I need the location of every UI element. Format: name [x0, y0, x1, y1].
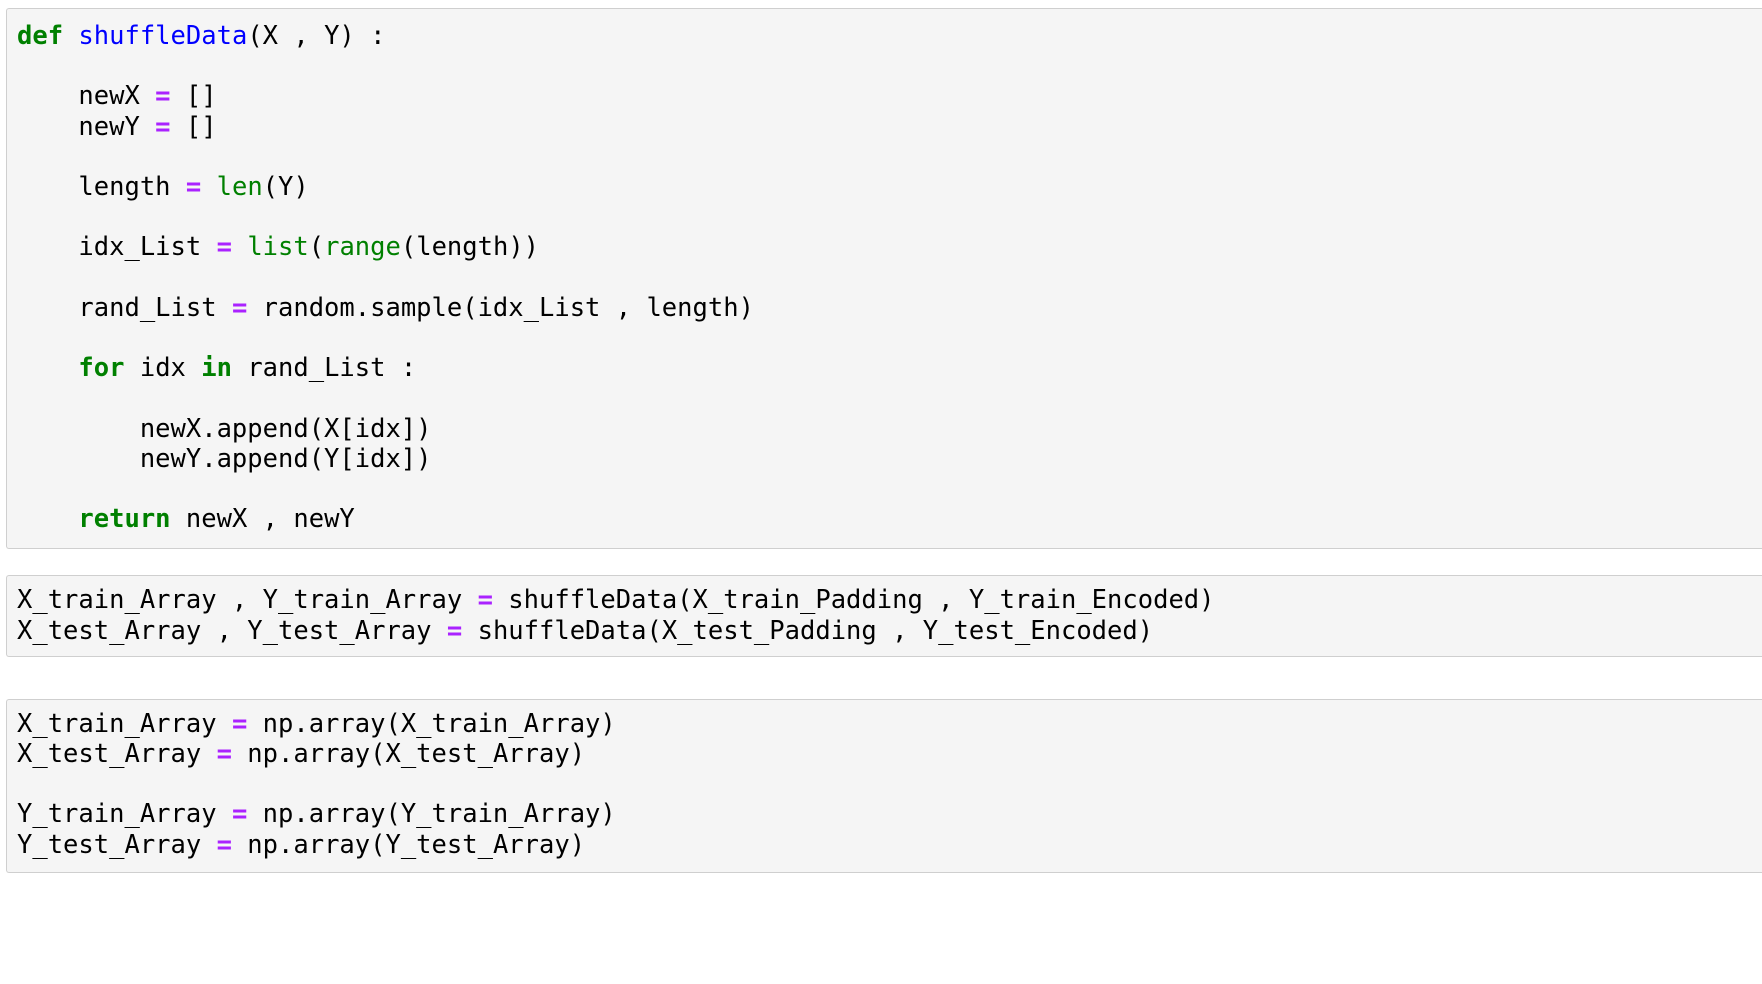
- code-token: =: [216, 829, 232, 860]
- code-blank-line: [17, 51, 1762, 81]
- code-token: =: [477, 585, 493, 616]
- code-line: Y_test_Array = np.array(Y_test_Array): [17, 830, 585, 860]
- code-token: X_train_Array , Y_train_Array: [17, 585, 478, 616]
- code-line: newX = []: [17, 81, 217, 112]
- code-line: def shuffleData(X , Y) :: [17, 21, 385, 51]
- code-token: newY: [17, 111, 156, 142]
- code-token: =: [155, 111, 171, 142]
- notebook-container: def shuffleData(X , Y) : newX = [] newY …: [0, 8, 1762, 984]
- code-line: Y_train_Array = np.array(Y_train_Array): [17, 799, 616, 829]
- code-token: newX: [17, 81, 156, 112]
- code-token: [63, 21, 78, 51]
- code-blank-line: [17, 769, 1762, 799]
- code-token: rand_List: [17, 292, 232, 323]
- code-blank-line: [17, 383, 1762, 413]
- code-token: return: [78, 504, 171, 535]
- code-token: idx: [124, 353, 202, 384]
- code-line: X_train_Array = np.array(X_train_Array): [17, 709, 616, 739]
- code-line: newX.append(X[idx]): [17, 414, 432, 444]
- code-token: np.array(Y_test_Array): [231, 829, 586, 860]
- code-cell-2-source[interactable]: X_train_Array , Y_train_Array = shuffleD…: [7, 585, 1762, 645]
- code-token: list: [247, 232, 309, 263]
- code-token: [17, 353, 78, 383]
- code-token: newX.append(X[idx]): [17, 413, 432, 444]
- code-token: Y_test_Array: [17, 829, 217, 860]
- code-token: (length)): [400, 232, 540, 263]
- code-token: [17, 504, 78, 534]
- code-cell-3-source[interactable]: X_train_Array = np.array(X_train_Array) …: [7, 709, 1762, 860]
- code-token: []: [170, 81, 217, 112]
- code-token: for: [78, 353, 125, 384]
- code-token: (Y): [262, 171, 309, 202]
- code-token: newX , newY: [170, 504, 355, 535]
- code-token: np.array(Y_train_Array): [247, 799, 616, 830]
- code-line: return newX , newY: [17, 504, 355, 535]
- code-token: def: [17, 21, 64, 51]
- code-cell-3[interactable]: X_train_Array = np.array(X_train_Array) …: [6, 698, 1762, 873]
- code-token: shuffleData(X_test_Padding , Y_test_Enco…: [462, 615, 1154, 646]
- code-token: =: [231, 799, 248, 830]
- code-token: np.array(X_train_Array): [247, 708, 616, 739]
- code-token: =: [185, 171, 202, 202]
- code-token: =: [446, 615, 463, 646]
- code-blank-line: [17, 142, 1762, 172]
- code-cell-1-source[interactable]: def shuffleData(X , Y) : newX = [] newY …: [7, 21, 1762, 534]
- code-token: []: [170, 111, 217, 142]
- code-line: newY.append(Y[idx]): [17, 444, 432, 474]
- code-token: X_test_Array: [17, 738, 217, 769]
- code-line: X_train_Array , Y_train_Array = shuffleD…: [17, 585, 1215, 615]
- code-token: =: [216, 738, 232, 769]
- code-cell-1[interactable]: def shuffleData(X , Y) : newX = [] newY …: [6, 8, 1762, 550]
- code-token: in: [201, 353, 232, 384]
- code-token: (X , Y) :: [247, 21, 386, 51]
- code-line: X_test_Array = np.array(X_test_Array): [17, 739, 585, 769]
- code-token: shuffleData(X_train_Padding , Y_train_En…: [492, 585, 1215, 616]
- code-line: newY = []: [17, 111, 217, 142]
- code-line: X_test_Array , Y_test_Array = shuffleDat…: [17, 616, 1153, 646]
- code-token: [232, 232, 247, 262]
- code-line: idx_List = list(range(length)): [17, 232, 539, 262]
- code-token: rand_List :: [231, 353, 417, 384]
- code-line: length = len(Y): [17, 171, 309, 202]
- code-token: newY.append(Y[idx]): [17, 443, 432, 474]
- code-blank-line: [17, 263, 1762, 293]
- code-token: =: [216, 232, 232, 263]
- code-blank-line: [17, 323, 1762, 353]
- code-blank-line: [17, 474, 1762, 504]
- code-line: rand_List = random.sample(idx_List , len…: [17, 293, 754, 323]
- code-token: length: [17, 171, 186, 202]
- code-token: =: [155, 81, 171, 112]
- code-token: np.array(X_test_Array): [231, 738, 586, 769]
- code-token: [201, 172, 216, 202]
- code-token: shuffleData: [78, 21, 248, 51]
- code-token: =: [231, 292, 248, 323]
- code-token: X_test_Array , Y_test_Array: [17, 615, 447, 646]
- code-line: for idx in rand_List :: [17, 353, 416, 383]
- code-blank-line: [17, 202, 1762, 232]
- code-token: range: [324, 232, 401, 263]
- code-token: random.sample(idx_List , length): [247, 292, 754, 323]
- code-token: len: [216, 171, 263, 202]
- code-token: (: [308, 232, 325, 263]
- code-cell-2[interactable]: X_train_Array , Y_train_Array = shuffleD…: [6, 575, 1762, 657]
- code-token: Y_train_Array: [17, 799, 232, 830]
- code-token: =: [231, 708, 248, 739]
- code-token: idx_List: [17, 232, 217, 263]
- code-token: X_train_Array: [17, 708, 232, 739]
